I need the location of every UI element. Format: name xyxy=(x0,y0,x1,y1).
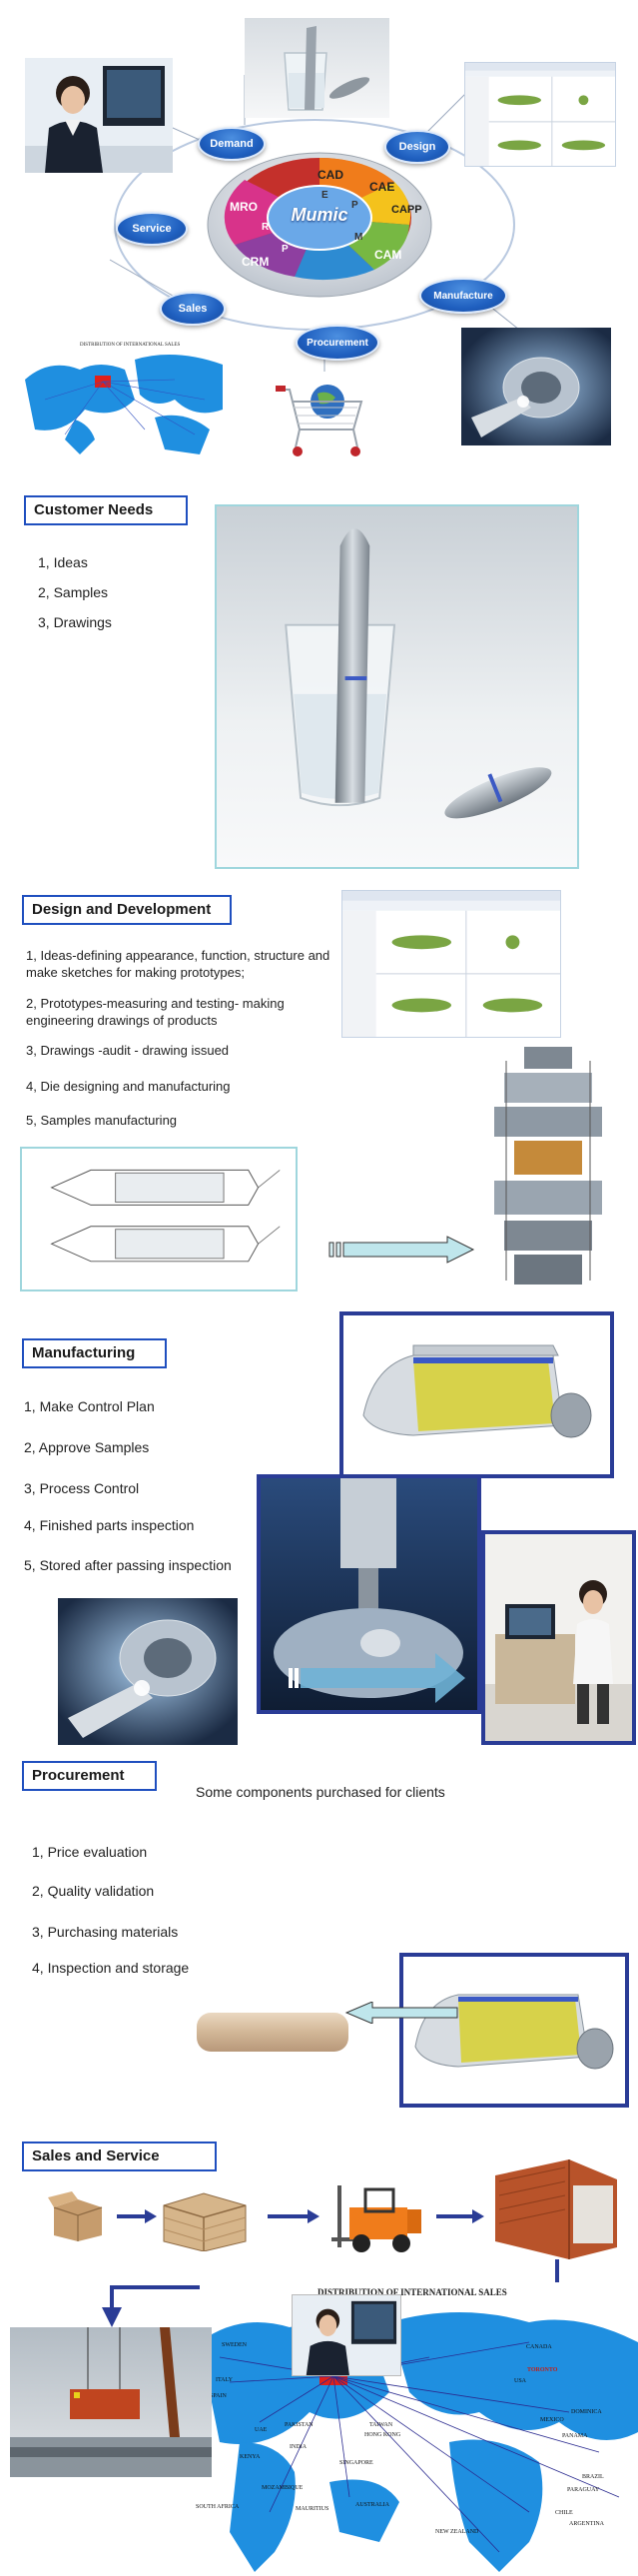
node-service: Service xyxy=(116,212,188,246)
manufacturing-item: 1, Make Control Plan xyxy=(24,1398,155,1414)
lathe-machining-photo-top xyxy=(461,328,611,445)
map-label: SINGAPORE xyxy=(339,2460,373,2466)
map-label: DOMINICA xyxy=(571,2409,602,2415)
manufacturing-item: 4, Finished parts inspection xyxy=(24,1517,195,1533)
cad-software-photo-top xyxy=(464,62,616,167)
logistics-arrow xyxy=(436,2209,484,2223)
sales-map-small-caption: DISTRIBUTION OF INTERNATIONAL SALES xyxy=(80,343,181,348)
cardboard-box-photo xyxy=(48,2187,108,2242)
inner-letter-m: M xyxy=(354,232,363,243)
map-label: BRAZIL xyxy=(582,2474,604,2480)
hub-center-disc xyxy=(207,152,432,298)
map-label: PARAGUAY xyxy=(567,2487,600,2493)
map-label: HONG KONG xyxy=(364,2432,401,2438)
procurement-item: 4, Inspection and storage xyxy=(32,1960,190,1976)
hub-center-label: Mumic xyxy=(291,205,348,225)
injection-die-photo xyxy=(474,1041,622,1292)
design-item: 3, Drawings -audit - drawing issued xyxy=(26,1043,230,1058)
map-label: TAIWAN xyxy=(369,2422,393,2428)
customer-needs-item: 1, Ideas xyxy=(38,554,88,570)
customer-needs-item: 2, Samples xyxy=(38,584,109,600)
procurement-item: 1, Price evaluation xyxy=(32,1844,148,1860)
pen-glass-photo-top xyxy=(245,18,389,118)
section-title-sales: Sales and Service xyxy=(22,2142,217,2171)
pen-sketch-drawing xyxy=(20,1147,298,1291)
manufacturing-item: 2, Approve Samples xyxy=(24,1439,150,1455)
map-label: MOZAMBIQUE xyxy=(262,2485,304,2491)
ring-label-capp: CAPP xyxy=(391,204,422,216)
ring-label-mro: MRO xyxy=(230,200,258,214)
shopping-cart-photo xyxy=(270,372,369,463)
inner-letter-p: P xyxy=(351,200,358,211)
section-title-manufacturing: Manufacturing xyxy=(22,1338,167,1368)
procurement-item: 3, Purchasing materials xyxy=(32,1924,179,1940)
map-label: KENYA xyxy=(240,2454,261,2460)
design-flow-arrow xyxy=(328,1236,475,1264)
map-label: SPAIN xyxy=(210,2393,227,2399)
map-label: INDIA xyxy=(290,2444,307,2450)
call-center-photo xyxy=(25,58,173,173)
logistics-arrow xyxy=(117,2209,157,2223)
map-label: MAURITIUS xyxy=(296,2506,329,2512)
cork-tube-photo xyxy=(193,2010,352,2055)
pen-cutaway-render-procurement xyxy=(399,1953,629,2108)
lathe-machining-photo xyxy=(58,1598,238,1745)
node-design: Design xyxy=(384,130,450,164)
inner-letter-e: E xyxy=(321,190,328,201)
procurement-item: 2, Quality validation xyxy=(32,1883,155,1899)
section-title-design: Design and Development xyxy=(22,895,232,925)
map-label: USA xyxy=(514,2378,527,2384)
wooden-crate-photo xyxy=(160,2183,250,2251)
cnc-milling-photo xyxy=(257,1474,481,1714)
pen-glass-photo xyxy=(215,504,579,869)
map-label: CANADA xyxy=(526,2344,552,2350)
design-item: 4, Die designing and manufacturing xyxy=(26,1079,231,1094)
manufacturing-item: 5, Stored after passing inspection xyxy=(24,1557,232,1573)
ring-label-cam: CAM xyxy=(374,248,402,262)
hub-diagram: Mumic CAD CAE CAPP CAM CRM MRO E P M R P… xyxy=(0,0,638,469)
customer-needs-item: 3, Drawings xyxy=(38,614,112,630)
sales-map-large-caption: DISTRIBUTION OF INTERNATIONAL SALES xyxy=(318,2287,507,2297)
shipping-container-photo xyxy=(489,2155,624,2260)
procurement-flow-arrow xyxy=(344,2002,458,2024)
inner-letter-p2: P xyxy=(282,244,289,255)
section-title-procurement: Procurement xyxy=(22,1761,157,1791)
node-demand: Demand xyxy=(198,127,266,161)
sales-map-small xyxy=(25,340,223,457)
manufacturing-item: 3, Process Control xyxy=(24,1480,140,1496)
cargo-ship-loading-photo xyxy=(10,2327,212,2477)
inner-letter-r: R xyxy=(262,222,270,233)
map-label: ITALY xyxy=(216,2377,233,2383)
map-label: SWEDEN xyxy=(222,2342,247,2348)
map-label: NEW ZEALAND xyxy=(435,2529,479,2535)
map-label: ARGENTINA xyxy=(569,2521,604,2527)
map-label: PAKISTAN xyxy=(285,2422,314,2428)
map-label: TORONTO xyxy=(527,2367,558,2373)
ring-label-cae: CAE xyxy=(369,180,395,194)
node-sales: Sales xyxy=(160,292,226,326)
pen-cutaway-render xyxy=(339,1311,614,1478)
ring-label-cad: CAD xyxy=(318,168,343,182)
procurement-subtitle: Some components purchased for clients xyxy=(196,1784,445,1800)
call-center-photo-inset xyxy=(292,2294,401,2376)
inspection-lab-photo xyxy=(481,1530,636,1745)
forklift-photo xyxy=(329,2177,429,2255)
map-label: MEXICO xyxy=(540,2417,564,2423)
map-label: PANAMA xyxy=(562,2433,588,2439)
map-label: SOUTH AFRICA xyxy=(196,2504,240,2510)
map-label: UAE xyxy=(255,2427,268,2433)
map-label: AUSTRALIA xyxy=(355,2502,389,2508)
ring-label-crm: CRM xyxy=(242,255,270,269)
map-label: CHILE xyxy=(555,2510,573,2516)
design-item: 5, Samples manufacturing xyxy=(26,1113,178,1128)
node-procurement: Procurement xyxy=(296,325,379,361)
logistics-arrow xyxy=(268,2209,319,2223)
cad-software-photo xyxy=(341,890,561,1038)
design-item: 1, Ideas-defining appearance, function, … xyxy=(26,948,330,980)
section-title-customer-needs: Customer Needs xyxy=(24,495,188,525)
node-manufacture: Manufacture xyxy=(419,278,507,314)
design-item: 2, Prototypes-measuring and testing- mak… xyxy=(26,996,285,1028)
